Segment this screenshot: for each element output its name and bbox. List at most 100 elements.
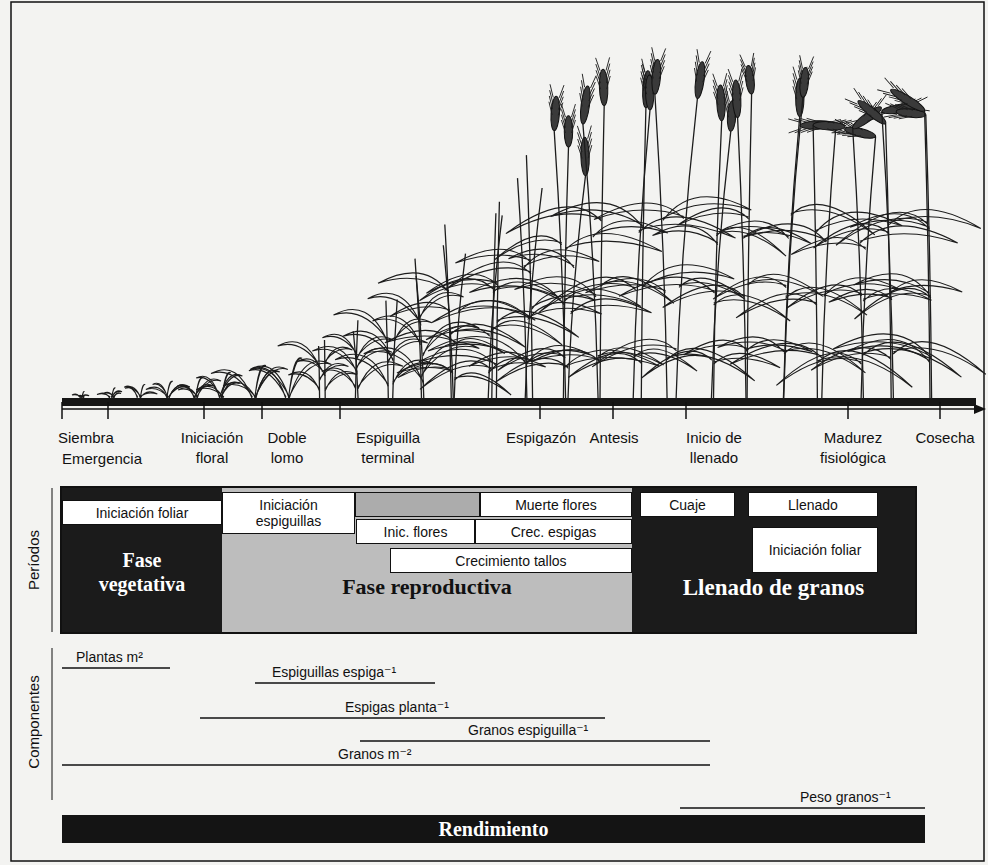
box-text: Iniciación foliar [769, 542, 862, 558]
plant-stroke [641, 108, 646, 399]
plant-stroke [443, 245, 453, 399]
plant-stroke [740, 54, 746, 67]
plant-stroke [559, 85, 564, 98]
plant-stroke [849, 95, 895, 134]
plant-stroke [469, 278, 564, 304]
tick [339, 402, 341, 419]
phase-title: Llenado de granos [632, 574, 915, 601]
plant-stroke [705, 51, 711, 64]
plant-stroke [167, 381, 173, 399]
plant-stroke [651, 47, 656, 60]
plant-stroke [140, 392, 158, 399]
plant-stroke [322, 334, 356, 354]
empty-box [355, 492, 480, 517]
plant-stroke [112, 388, 116, 399]
plant-stroke [515, 277, 597, 297]
component-label: Peso granos⁻¹ [800, 789, 891, 805]
plant-stroke [743, 228, 811, 244]
component-label: Granos m⁻² [338, 746, 412, 762]
plant-stroke [297, 359, 325, 376]
plant-stroke [744, 224, 827, 242]
plant-stroke [596, 57, 612, 105]
plant-stroke [563, 147, 568, 399]
axis-arrowhead [974, 404, 986, 414]
plant-stroke [571, 104, 575, 117]
plant-stroke [837, 130, 851, 137]
plant-stroke [578, 132, 582, 145]
plant-stroke [420, 361, 492, 389]
plant-stroke [533, 350, 600, 362]
plant-stroke [495, 358, 568, 382]
plant-stroke [373, 316, 421, 345]
tick [685, 402, 687, 419]
plant-stroke [736, 294, 817, 318]
plant-stroke [894, 85, 907, 95]
plant-stroke [789, 129, 802, 133]
plant-stroke [925, 111, 930, 399]
plant-stroke [385, 330, 456, 343]
plant-stroke [713, 73, 729, 121]
plant-stroke [561, 104, 565, 117]
component-line [255, 682, 435, 684]
tick [107, 402, 109, 419]
plant-stroke [845, 96, 858, 107]
plant-stroke [312, 346, 357, 373]
box-text: Iniciación foliar [96, 505, 189, 521]
plant-stroke [551, 203, 643, 228]
period-box: Crecimiento tallos [390, 548, 632, 573]
box-text: Cuaje [669, 497, 706, 513]
box-text: Llenado [788, 497, 838, 513]
periods-frame [61, 487, 916, 633]
plant-stroke [714, 295, 791, 321]
plant-stroke [564, 289, 641, 306]
plant-stroke [713, 74, 718, 87]
plant-stroke [853, 128, 864, 399]
box-text: Inic. flores [384, 524, 448, 540]
section-label: Períodos [25, 530, 43, 590]
plant-stroke [506, 207, 602, 234]
plant-stroke [97, 393, 110, 399]
timeline-label: Espiguilla terminal [338, 428, 438, 468]
plant-stroke [791, 237, 866, 254]
plant-stroke [124, 386, 138, 399]
timeline-label: Doble lomo [258, 428, 316, 468]
tick [539, 402, 541, 419]
period-box: Iniciación foliar [752, 527, 878, 573]
period-box: Muerte flores [480, 492, 632, 517]
plant-stroke [793, 80, 797, 93]
plant-stroke [588, 139, 592, 152]
section-bracket [52, 488, 53, 632]
plant-stroke [750, 53, 756, 66]
plant-stroke [378, 273, 449, 293]
bar-text: Rendimiento [439, 817, 549, 841]
box-text: Crec. espigas [511, 524, 597, 540]
plant-stroke [588, 132, 592, 145]
plant-stroke [322, 368, 356, 388]
plant-stroke [653, 226, 718, 245]
plant-stroke [796, 55, 814, 98]
plant-stroke [497, 311, 579, 337]
box-text: Iniciación espiguillas [227, 497, 350, 529]
plant-stroke [882, 112, 894, 400]
plant-stroke [113, 393, 121, 399]
plant-stroke [855, 288, 931, 319]
plant-stroke [641, 59, 646, 72]
timeline-label: Madurez fisiológica [805, 428, 901, 468]
plant-stroke [817, 351, 912, 388]
plant-stroke [738, 68, 743, 81]
plant-stroke [581, 74, 587, 87]
plant-stroke [663, 197, 751, 221]
component-lines [62, 668, 925, 808]
plant-stroke [153, 383, 168, 399]
plant-stroke [509, 249, 575, 268]
component-line [62, 764, 710, 766]
plant-stroke [877, 78, 928, 117]
phase-band: Fase reproductivaIniciación espiguillasM… [222, 488, 632, 632]
plant-stroke [335, 354, 388, 386]
plant-stroke [343, 331, 393, 361]
plant-stroke [834, 119, 848, 126]
box-text: Muerte flores [515, 497, 597, 513]
timeline-label: Antesis [579, 428, 649, 448]
plant-stroke [588, 145, 592, 158]
